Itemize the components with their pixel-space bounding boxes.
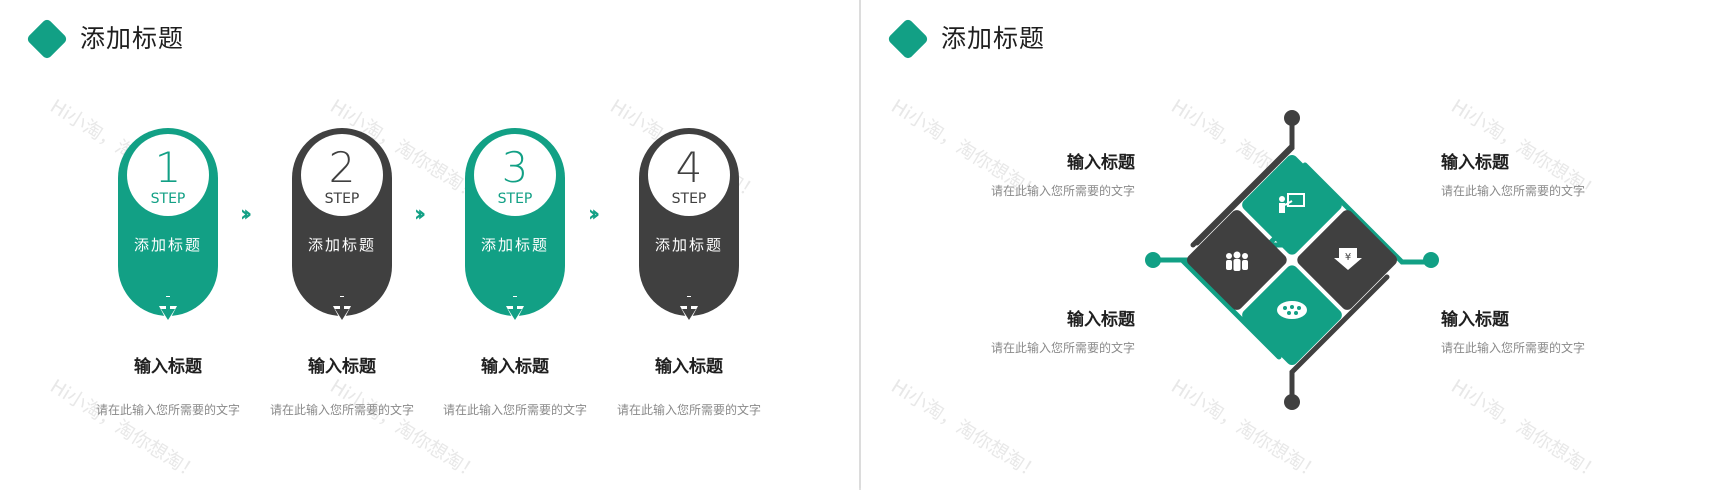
item-heading: 输入标题	[1067, 310, 1135, 330]
step-desc: 请在此输入您所需要的文字	[269, 403, 414, 417]
step-heading: 输入标题	[481, 357, 549, 377]
item-desc: 请在此输入您所需要的文字	[991, 341, 1136, 355]
step-circle	[127, 134, 209, 216]
crowd-icon	[1277, 301, 1307, 319]
step-number: 2	[328, 143, 356, 192]
yen-down-arrow-icon: ¥	[1334, 248, 1362, 270]
steps-graphic	[118, 128, 739, 323]
step-label: 添加标题	[307, 236, 376, 254]
double-chevron-right-icon: ››	[240, 202, 252, 227]
slide-steps: 添加标题 Hi小淘，淘你想淘！ Hi小淘，淘你想淘！ Hi小淘，淘你想淘！ Hi…	[0, 0, 859, 490]
down-arrow-icon	[159, 296, 177, 323]
down-arrow-icon	[506, 296, 524, 323]
step-number: 3	[501, 143, 529, 192]
step-heading: 输入标题	[308, 357, 376, 377]
step-number: 4	[675, 143, 703, 192]
step-label: 添加标题	[654, 236, 723, 254]
down-arrow-icon	[333, 296, 351, 323]
down-arrow-icon	[680, 296, 698, 323]
item-heading: 输入标题	[1441, 310, 1509, 330]
slide-divider	[859, 0, 861, 490]
item-desc: 请在此输入您所需要的文字	[1441, 184, 1586, 198]
slide-diamond: 添加标题 Hi小淘，淘你想淘！ Hi小淘，淘你想淘！ Hi小淘，淘你想淘！ Hi…	[861, 0, 1720, 490]
step-word: STEP	[497, 191, 533, 207]
step-word: STEP	[150, 191, 186, 207]
diamond-graphic: ¥	[1145, 110, 1439, 410]
step-desc: 请在此输入您所需要的文字	[442, 403, 587, 417]
step-number: 1	[154, 143, 182, 192]
step-desc: 请在此输入您所需要的文字	[616, 403, 761, 417]
step-label: 添加标题	[480, 236, 549, 254]
presenter-board-icon	[1279, 193, 1305, 213]
double-chevron-right-icon: ››	[588, 202, 600, 227]
step-heading: 输入标题	[134, 357, 202, 377]
step-circle	[474, 134, 556, 216]
step-desc: 请在此输入您所需要的文字	[95, 403, 240, 417]
step-heading: 输入标题	[655, 357, 723, 377]
page-title: 添加标题	[80, 24, 185, 53]
svg-text:¥: ¥	[1345, 252, 1351, 263]
item-heading: 输入标题	[1067, 153, 1135, 173]
double-chevron-right-icon: ››	[414, 202, 426, 227]
page-title: 添加标题	[941, 24, 1046, 53]
item-desc: 请在此输入您所需要的文字	[991, 184, 1136, 198]
bottom-rule	[0, 488, 1720, 490]
team-icon	[1226, 251, 1248, 271]
step-label: 添加标题	[133, 236, 202, 254]
item-heading: 输入标题	[1441, 153, 1509, 173]
step-word: STEP	[671, 191, 707, 207]
item-desc: 请在此输入您所需要的文字	[1441, 341, 1586, 355]
step-circle	[301, 134, 383, 216]
step-circle	[648, 134, 730, 216]
step-word: STEP	[324, 191, 360, 207]
